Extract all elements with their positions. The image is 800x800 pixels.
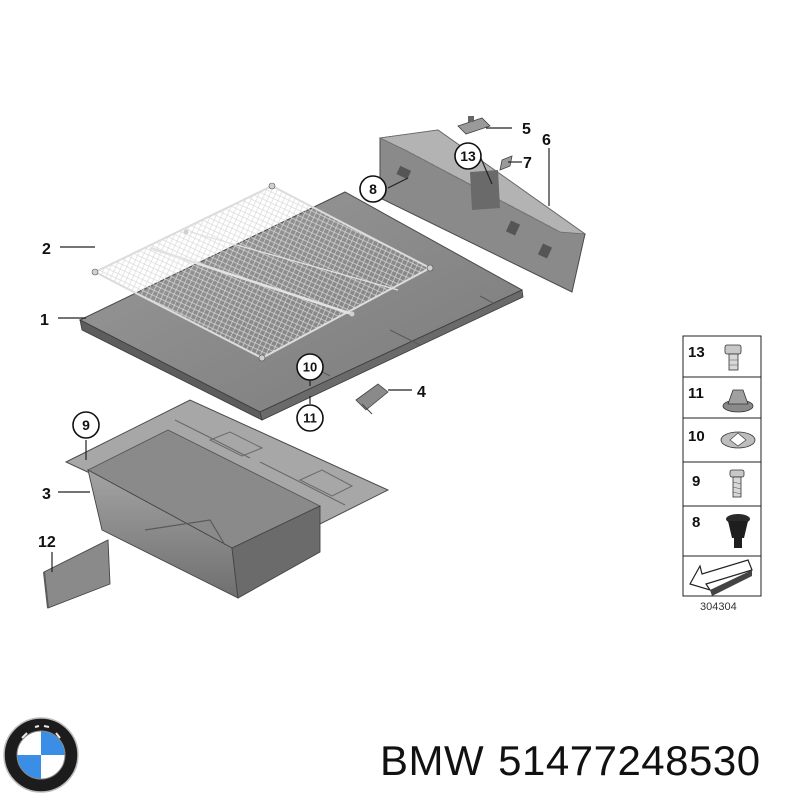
svg-text:13: 13 bbox=[460, 148, 476, 164]
bmw-logo bbox=[3, 717, 79, 793]
callout-7: 7 bbox=[523, 155, 532, 172]
callout-12: 12 bbox=[38, 534, 56, 551]
arrow-icon bbox=[689, 559, 753, 596]
legend-label-9: 9 bbox=[692, 473, 700, 490]
part-number: 51477248530 bbox=[498, 737, 761, 784]
fastener-8-icon bbox=[726, 514, 750, 548]
callout-1: 1 bbox=[40, 312, 49, 329]
drawing-number: 304304 bbox=[700, 601, 737, 613]
side-cover-part-12 bbox=[43, 539, 111, 609]
fastener-legend: 13 11 10 9 8 bbox=[682, 335, 762, 613]
legend-label-11: 11 bbox=[688, 385, 704, 402]
clip-part-7 bbox=[499, 155, 513, 171]
hook-part-4 bbox=[355, 383, 389, 415]
callout-2: 2 bbox=[42, 241, 51, 258]
rear-trim-panel bbox=[378, 129, 587, 293]
part-caption: BMW 51477248530 bbox=[380, 737, 775, 785]
legend-label-13: 13 bbox=[688, 344, 705, 361]
svg-text:9: 9 bbox=[82, 417, 90, 433]
callout-10-circle: 10 bbox=[296, 353, 324, 381]
luggage-net bbox=[91, 182, 434, 362]
fastener-13-icon bbox=[724, 344, 742, 371]
callout-3: 3 bbox=[42, 486, 51, 503]
callout-4: 4 bbox=[417, 384, 426, 401]
legend-label-10: 10 bbox=[688, 428, 705, 445]
svg-text:8: 8 bbox=[369, 181, 377, 197]
callout-13-circle: 13 bbox=[454, 142, 482, 170]
callout-9-circle: 9 bbox=[72, 411, 100, 439]
svg-text:11: 11 bbox=[303, 411, 317, 426]
callout-6: 6 bbox=[542, 132, 551, 149]
storage-tray bbox=[64, 399, 390, 599]
svg-text:10: 10 bbox=[303, 360, 317, 375]
brand-name: BMW bbox=[380, 737, 485, 784]
callout-5: 5 bbox=[522, 121, 531, 138]
callout-8-circle: 8 bbox=[359, 175, 387, 203]
leader-lines bbox=[51, 127, 550, 572]
callout-11-circle: 11 bbox=[296, 404, 324, 432]
fastener-10-icon bbox=[720, 431, 756, 449]
legend-label-8: 8 bbox=[692, 514, 700, 531]
bracket-part-5 bbox=[457, 116, 491, 135]
fastener-11-icon bbox=[722, 389, 754, 413]
fastener-9-icon bbox=[729, 469, 745, 498]
